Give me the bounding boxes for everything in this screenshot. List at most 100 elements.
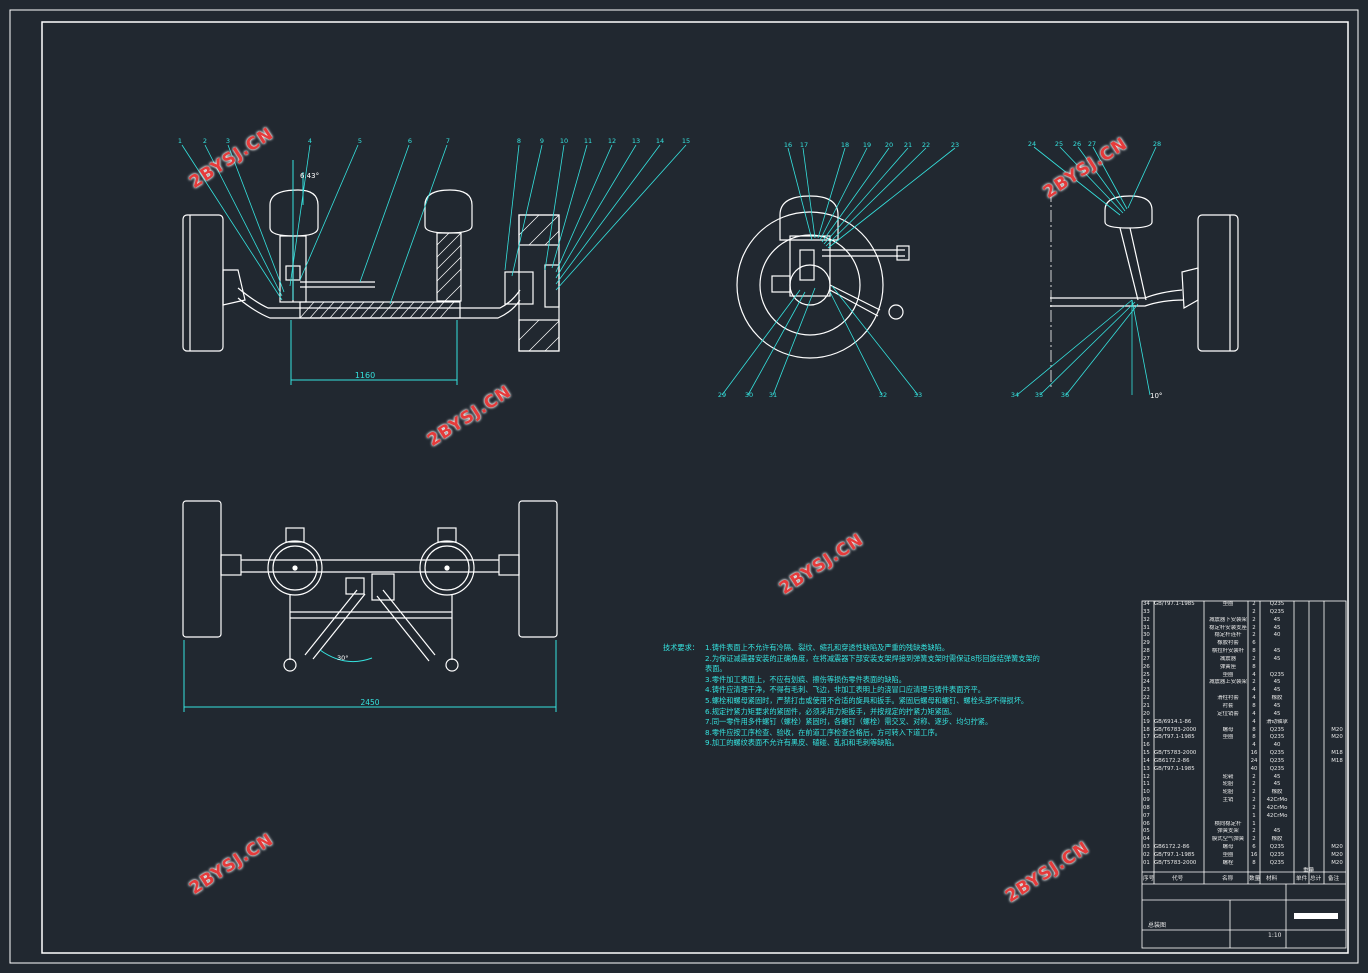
bom-cell-no: 15	[1143, 750, 1150, 757]
part-label: 2	[203, 137, 207, 145]
bom-cell-mat: Q235	[1269, 601, 1285, 607]
bom-cell-name: 稳定杆连杆	[1214, 632, 1242, 639]
bom-cell-mat: 橡胶	[1271, 789, 1283, 796]
dim-steer-angle: 30°	[337, 654, 349, 662]
bom-cell-code: GB/T5783-2000	[1154, 859, 1197, 866]
dim-king-angle: 10°	[1150, 392, 1162, 400]
part-label: 14	[656, 137, 664, 145]
part-label: 13	[632, 137, 640, 145]
bom-header-total: 总计	[1310, 876, 1322, 882]
top-dimensions	[183, 640, 557, 712]
bom-cell-qty: 2	[1252, 679, 1256, 686]
bom-cell-rem: M18	[1331, 757, 1343, 764]
bom-cell-name: 横拉杆安装杆	[1211, 648, 1245, 655]
bom-cell-no: 13	[1143, 765, 1150, 772]
bom-cell-no: 12	[1143, 773, 1150, 780]
bom-cell-qty: 8	[1252, 702, 1256, 709]
bom-cell-qty: 2	[1252, 632, 1256, 639]
bom-cell-name: 螺母	[1222, 726, 1234, 733]
bom-cell-mat: 45	[1273, 624, 1281, 631]
front-view	[182, 189, 560, 352]
bom-cell-name: 减震器上安装架	[1209, 679, 1247, 686]
bom-cell-no: 09	[1143, 797, 1150, 804]
bom-cell-no: 02	[1143, 852, 1150, 858]
title-bar	[1294, 913, 1338, 919]
bom-cell-qty: 2	[1252, 773, 1256, 780]
part-label: 21	[904, 141, 912, 149]
side-leaders	[721, 147, 956, 396]
part-label: 7	[446, 137, 450, 145]
part-label: 24	[1028, 140, 1036, 148]
tech-item: 8.零件应按工序检查、验收，在前道工序检查合格后，方可转入下道工序。	[705, 727, 942, 737]
bom-cell-no: 01	[1143, 859, 1150, 866]
bom-cell-name: 轮胎	[1222, 789, 1234, 796]
bom-cell-no: 30	[1143, 632, 1150, 639]
bom-cell-rem: M20	[1331, 844, 1343, 851]
bom-cell-code: GB/T97.1-1985	[1154, 852, 1195, 858]
bom-cell-qty: 8	[1252, 648, 1256, 655]
part-label: 16	[784, 141, 792, 149]
bom-cell-qty: 4	[1252, 710, 1256, 717]
bom-cell-name: 弹簧座	[1219, 663, 1237, 670]
dim-track-overall: 2450	[360, 698, 379, 707]
dim-toe-angle: 6.43°	[300, 172, 319, 180]
tech-item: 2.为保证减震器安装的正确角度，在将减震器下部安装支架焊接到弹簧支架时需保证8形…	[705, 653, 1040, 663]
bom-cell-mat: Q235	[1269, 844, 1285, 851]
bom-cell-qty: 6	[1252, 640, 1256, 647]
bom-cell-qty: 2	[1252, 781, 1256, 788]
bom-cell-mat: 45	[1273, 679, 1281, 686]
part-label: 10	[560, 137, 568, 145]
bom-cell-mat: Q235	[1269, 726, 1285, 733]
bom-cell-no: 10	[1143, 789, 1150, 796]
bom-cell-mat: 42CrMo	[1266, 804, 1288, 811]
bom-cell-name: 弹簧支架	[1217, 828, 1239, 835]
bom-header-code: 代号	[1172, 876, 1184, 882]
bom-cell-no: 08	[1143, 804, 1150, 811]
part-label: 5	[358, 137, 362, 145]
bom-cell-name: 垫圈	[1222, 734, 1234, 741]
bom-cell-no: 05	[1143, 828, 1150, 835]
bom-cell-mat: 45	[1273, 781, 1281, 788]
part-label: 11	[584, 137, 592, 145]
part-label: 18	[841, 141, 849, 149]
bom-cell-rem: M20	[1331, 726, 1343, 733]
scale: 1:10	[1268, 932, 1282, 939]
bom-cell-qty: 4	[1252, 671, 1256, 678]
bom-cell-qty: 2	[1252, 616, 1256, 623]
bom-cell-qty: 2	[1252, 789, 1256, 796]
bom-cell-qty: 4	[1252, 695, 1256, 702]
right-leaders	[1016, 146, 1157, 396]
side-view	[736, 195, 910, 359]
bom-cell-no: 33	[1143, 608, 1150, 615]
bom-cell-code: GB/6914.1-86	[1154, 718, 1192, 725]
right-labels: 24 25 26 27 28 34 35 36	[1011, 140, 1161, 399]
part-label: 20	[885, 141, 893, 149]
bom-header-single: 单件	[1296, 876, 1308, 882]
bom-cell-qty: 16	[1250, 750, 1258, 757]
tech-list: 1.铸件表面上不允许有冷隔、裂纹、缩孔和穿透性缺陷及严重的残缺类缺陷。 2.为保…	[663, 643, 1103, 749]
part-label: 28	[1153, 140, 1161, 148]
part-label: 25	[1055, 140, 1063, 148]
bom-cell-mat: Q235	[1269, 757, 1285, 764]
bom-cell-no: 06	[1143, 820, 1150, 827]
part-label: 31	[769, 391, 777, 399]
bom-cell-qty: 2	[1252, 608, 1256, 615]
bom-cell-mat: 滑动轴承	[1266, 718, 1288, 725]
bom-header-weight: 重量	[1303, 868, 1315, 874]
technical-requirements: 技术要求： 1.铸件表面上不允许有冷隔、裂纹、缩孔和穿透性缺陷及严重的残缺类缺陷…	[663, 643, 1103, 749]
bom-cell-code: GB/T5783-2000	[1154, 750, 1197, 757]
part-label: 32	[879, 391, 887, 399]
bom-cell-mat: Q235	[1269, 734, 1285, 741]
